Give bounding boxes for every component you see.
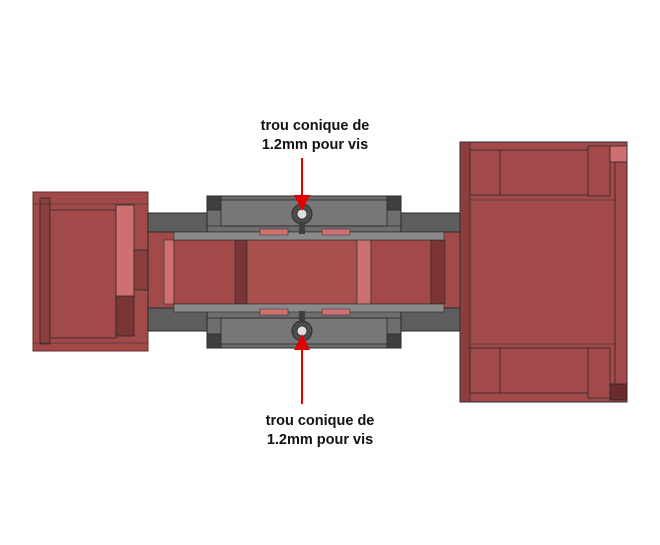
central-red-body [147,228,461,316]
annotation-bottom-line2: 1.2mm pour vis [266,432,374,448]
right-block [459,141,628,403]
annotation-top: trou conique de 1.2mm pour vis [215,117,415,155]
annotation-top-line1: trou conique de [260,118,370,134]
annotation-bottom: trou conique de 1.2mm pour vis [220,412,420,450]
annotation-bottom-line1: trou conique de [265,413,375,429]
left-block [32,191,149,352]
annotation-top-line2: 1.2mm pour vis [261,137,369,153]
